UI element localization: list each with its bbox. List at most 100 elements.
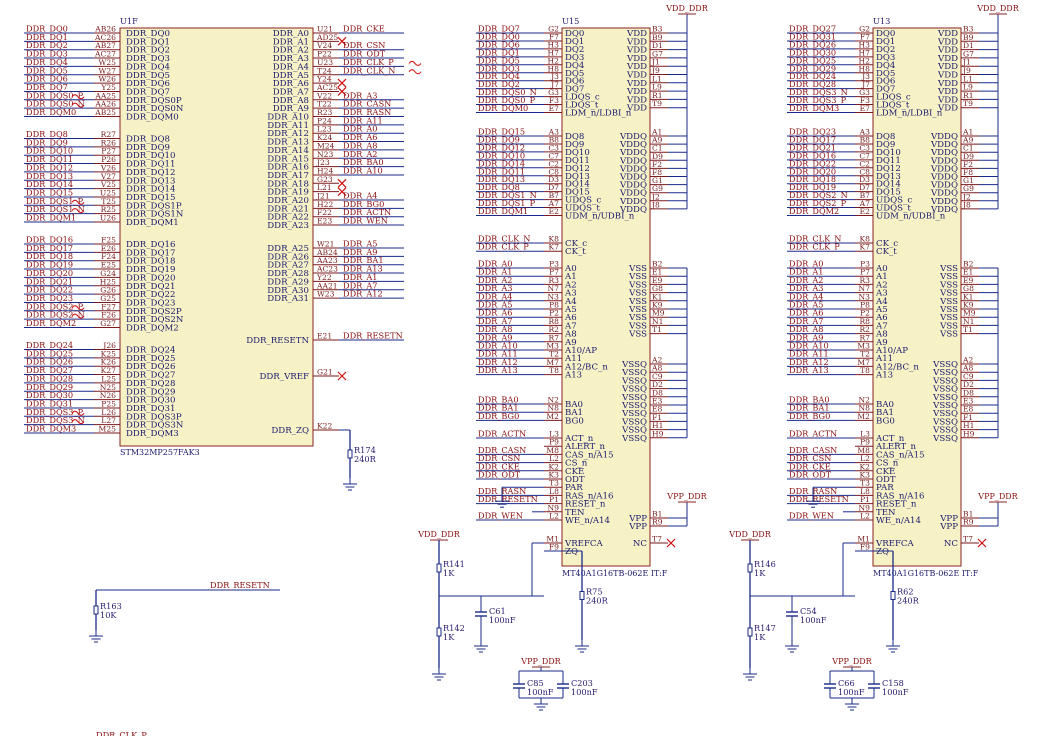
u15-pin-name: VDDQ bbox=[619, 148, 647, 158]
u15-pin-number: J7 bbox=[550, 80, 559, 89]
u1f-pin-number: P26 bbox=[101, 155, 116, 164]
u13-pin-name: A4 bbox=[875, 297, 888, 307]
u13-pin-name: VSS bbox=[939, 321, 958, 331]
u1f-pin-number: U26 bbox=[100, 214, 116, 223]
u13-pin-number: E3 bbox=[963, 397, 974, 406]
u1f-pin-number: G27 bbox=[100, 319, 116, 328]
u13-data-net-label: DDR_DQ25 bbox=[789, 55, 836, 65]
u13-pin-name: A1 bbox=[875, 272, 888, 282]
u1f-net-label: DDR_ODT bbox=[343, 49, 386, 59]
u13-pin-number: H2 bbox=[859, 56, 871, 65]
u1f-net-label: DDR_DQ1 bbox=[26, 32, 68, 42]
u15-pin-number: C1 bbox=[652, 144, 663, 153]
u13-pin-number: P9 bbox=[860, 438, 870, 447]
u13-pin-name: VDDQ bbox=[930, 197, 958, 207]
u15-pin-number: K3 bbox=[548, 471, 559, 480]
u15-pin-name: VDD bbox=[626, 37, 647, 47]
u13-data-net-label: DDR_DQ19 bbox=[789, 182, 836, 192]
u15-body bbox=[561, 27, 651, 567]
u15-addr-net-label: DDR_A12 bbox=[478, 357, 518, 367]
u1f-net-label: DDR_RESETN bbox=[343, 331, 403, 341]
u15-pin-name: VSSQ bbox=[621, 393, 647, 403]
u1f-pin-name: DDR_DQS2P bbox=[126, 307, 182, 317]
u15-data-net-label: DDR_DQ8 bbox=[478, 182, 520, 192]
u15-pin-name: VSSQ bbox=[621, 409, 647, 419]
u13-pin-number: D7 bbox=[859, 183, 870, 192]
capacitor-refdes: C203 bbox=[571, 678, 593, 688]
u15-pin-name: DQ10 bbox=[565, 148, 590, 158]
u15-data-net-label: DDR_DQS1_N bbox=[478, 190, 537, 200]
u15-pin-number: J2 bbox=[651, 192, 660, 201]
u15-ctrl-net-label: DDR_WEN bbox=[478, 511, 523, 521]
u1f-net-label: DDR_DQ9 bbox=[26, 137, 68, 147]
u13-pin-number: F2 bbox=[963, 160, 973, 169]
u1f-pin-number: AC23 bbox=[316, 265, 338, 274]
u15-pin-name: DQ5 bbox=[565, 69, 584, 79]
u15-pin-name: VDD bbox=[626, 54, 647, 64]
u15-pin-name: VSSQ bbox=[621, 376, 647, 386]
u15-pin-name: DQ15 bbox=[565, 188, 590, 198]
u15-pin-number: H7 bbox=[548, 48, 560, 57]
power-net-label: VPP_DDR bbox=[666, 492, 707, 501]
u1f-pin-number: G21 bbox=[317, 368, 333, 377]
u13-pin-number: M9 bbox=[963, 309, 976, 318]
u13-pin-number: B9 bbox=[963, 33, 974, 42]
u13-pin-name: VDD bbox=[937, 95, 958, 105]
u15-data-net-label: DDR_DQM1 bbox=[478, 206, 528, 216]
u13-pin-name: A11 bbox=[875, 354, 893, 364]
capacitor-value: 100nF bbox=[527, 687, 554, 697]
u13-addr-net-label: DDR_A6 bbox=[789, 308, 824, 318]
u1f-net-label: DDR_A2 bbox=[343, 149, 378, 159]
u1f-pin-name: DDR_DQ26 bbox=[126, 362, 175, 372]
u13-pin-name: DQ12 bbox=[876, 164, 901, 174]
u15-pin-number: E7 bbox=[549, 104, 560, 113]
u13-pin-name: DQ9 bbox=[876, 140, 895, 150]
u13-pin-name: A2 bbox=[875, 280, 888, 290]
u1f-pin-name: DDR_A12 bbox=[267, 129, 309, 139]
u1f-pin-number: AA21 bbox=[316, 281, 338, 290]
u13-pin-number: H3 bbox=[859, 40, 871, 49]
u13-pin-number: R1 bbox=[963, 91, 974, 100]
u1f-net-label: DDR_A6 bbox=[343, 132, 378, 142]
ground-symbol bbox=[845, 698, 859, 711]
u13-addr-net-label: DDR_A2 bbox=[789, 275, 824, 285]
u1f-net-label: DDR_DQ8 bbox=[26, 129, 68, 139]
u15-pin-name: VSS bbox=[628, 305, 647, 315]
u1f-net-label: DDR_DQ14 bbox=[26, 179, 73, 189]
u1f-pin-name: DDR_DQ14 bbox=[126, 185, 176, 195]
u13-pin-name: VDD bbox=[937, 87, 958, 97]
u15-ctrl-net-label: DDR_ODT bbox=[478, 470, 521, 480]
u15-pin-name: RAS_n/A16 bbox=[565, 491, 613, 501]
u15-pin-number: G2 bbox=[548, 25, 559, 34]
u15-pin-name: VREFCA bbox=[564, 539, 603, 549]
u15-bank-net-label: DDR_BA1 bbox=[478, 403, 519, 413]
u15-data-net-label: DDR_DQ2 bbox=[478, 79, 520, 89]
u15-pin-name: VSSQ bbox=[621, 401, 647, 411]
u13-pin-number: T1 bbox=[963, 325, 973, 334]
u15-data-net-label: DDR_DQS0_P bbox=[478, 95, 536, 105]
u15-pin-name: VDD bbox=[626, 104, 647, 114]
u1f-net-label: DDR_DQ21 bbox=[26, 276, 73, 286]
u15-pin-number: M3 bbox=[546, 342, 559, 351]
u13-pin-name: TEN bbox=[876, 508, 896, 518]
u15-addr-net-label: DDR_A5 bbox=[478, 300, 513, 310]
u13-pin-name: VSSQ bbox=[932, 385, 958, 395]
u13-pin-number: D9 bbox=[963, 152, 974, 161]
u15-pin-name: DQ6 bbox=[565, 77, 584, 87]
u13-pin-number: K9 bbox=[963, 301, 974, 310]
u1f-net-label: DDR_RASN bbox=[343, 107, 391, 117]
u13-pin-number: A1 bbox=[962, 128, 973, 137]
u13-pin-name: A13 bbox=[875, 371, 893, 381]
u1f-pin-number: R26 bbox=[101, 138, 117, 147]
u13-pin-number: B3 bbox=[963, 25, 974, 34]
u13-data-net-label: DDR_DQ24 bbox=[789, 71, 836, 81]
u13-pin-name: NC bbox=[944, 539, 959, 549]
u1f-net-label: DDR_A5 bbox=[343, 239, 378, 249]
u15-pin-name: A12/BC_n bbox=[564, 362, 608, 372]
u13-pin-number: R9 bbox=[963, 518, 974, 527]
u15-pin-name: CKE bbox=[565, 467, 584, 477]
u15-pin-number: E8 bbox=[652, 405, 663, 414]
u1f-net-label: DDR_DQ0 bbox=[26, 24, 68, 34]
u1f-part-number: STM32MP257FAK3 bbox=[120, 448, 200, 457]
u15-pin-number: P2 bbox=[549, 309, 559, 318]
